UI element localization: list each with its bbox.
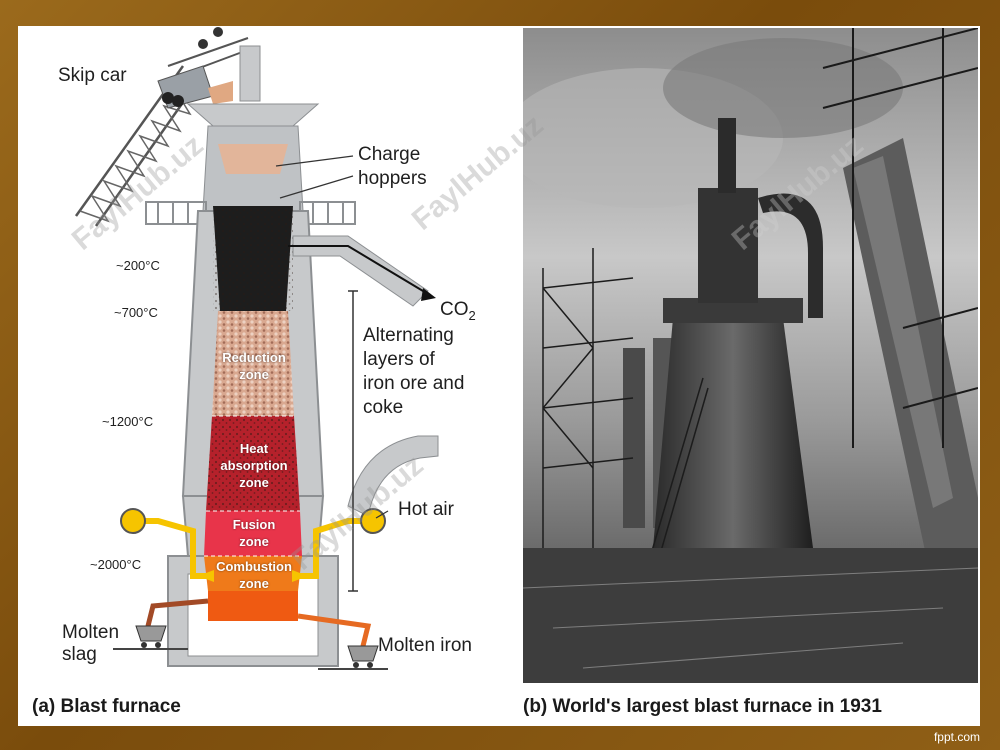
molten-slag-label: Molten slag bbox=[62, 622, 120, 665]
temperature-label: ~2000°C bbox=[90, 557, 142, 572]
caption-left: (a) Blast furnace bbox=[32, 696, 181, 717]
heat-absorption-zone-label: Heat absorption zone bbox=[220, 441, 288, 490]
content-panel: FaylHub.uz FaylHub.uz FaylHub.uz FaylHub… bbox=[18, 26, 980, 726]
temperature-label: ~1200°C bbox=[102, 414, 154, 429]
molten-iron-label: Molten iron bbox=[378, 635, 472, 656]
skip-car-incline bbox=[74, 27, 254, 227]
charge-hoppers-label: Charge hoppers bbox=[358, 144, 427, 189]
blast-furnace-diagram bbox=[74, 27, 439, 670]
co2-label: CO2 bbox=[440, 299, 476, 323]
hot-air-label: Hot air bbox=[398, 499, 454, 520]
temperature-label: ~200°C bbox=[116, 258, 160, 273]
historic-furnace-photo bbox=[523, 28, 978, 683]
alternating-layers-label: Alternating layers of iron ore and coke bbox=[363, 325, 465, 418]
slag-cart bbox=[135, 625, 167, 648]
caption-right: (b) World's largest blast furnace in 193… bbox=[523, 696, 882, 717]
combustion-zone-label: Combustion zone bbox=[216, 559, 292, 591]
reduction-zone-label: Reduction zone bbox=[222, 350, 286, 382]
iron-cart bbox=[347, 645, 379, 668]
temperature-label: ~700°C bbox=[114, 305, 158, 320]
skip-car-label: Skip car bbox=[58, 65, 127, 86]
fusion-zone-label: Fusion zone bbox=[232, 517, 276, 549]
brand-text: fppt.com bbox=[933, 730, 980, 744]
